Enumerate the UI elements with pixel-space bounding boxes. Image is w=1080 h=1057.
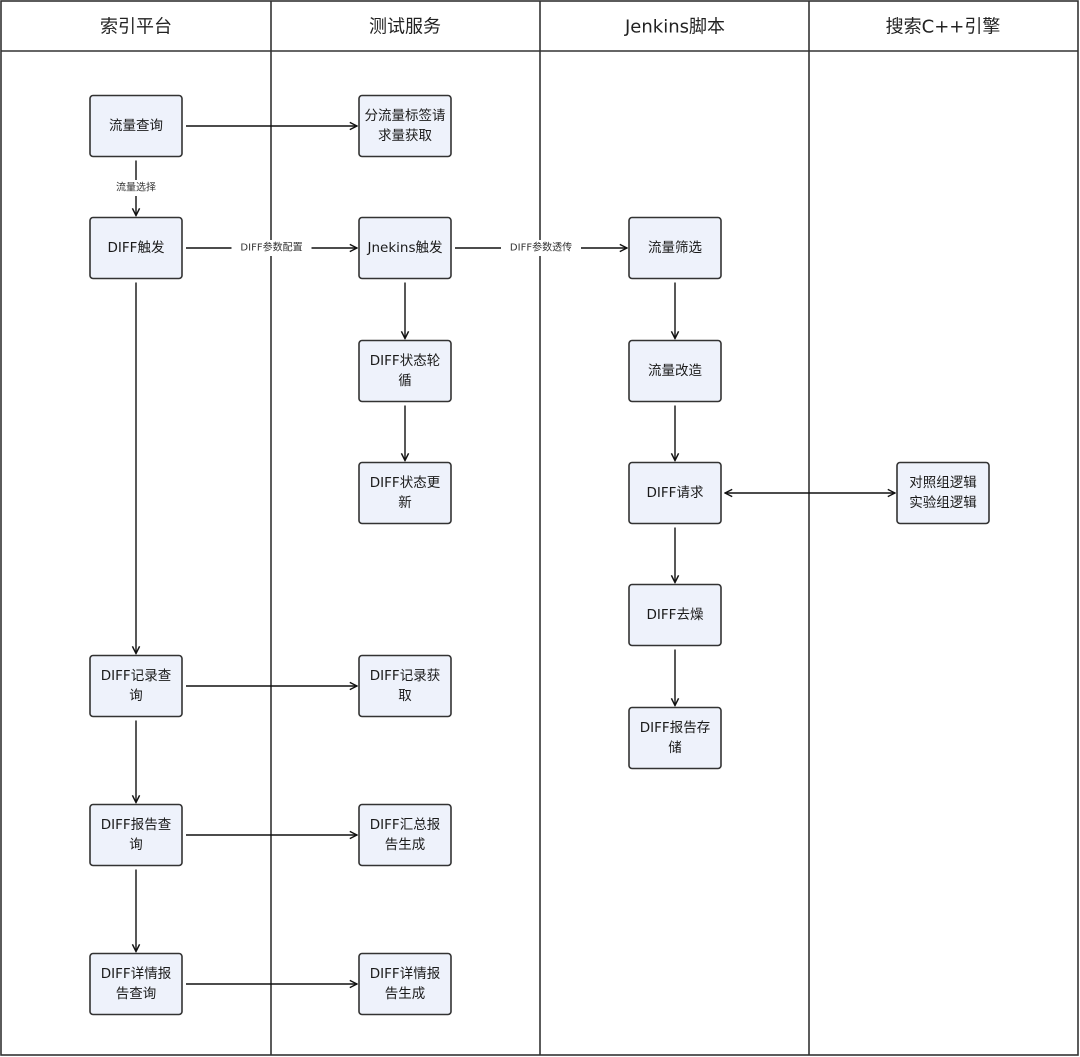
flow-node-box <box>358 654 452 718</box>
flow-node: DIFF去燥 <box>628 583 722 647</box>
flow-node-label: 流量改造 <box>648 363 702 379</box>
flow-node-label: 询 <box>129 837 143 853</box>
flow-node-box <box>89 952 183 1016</box>
flow-node-label: 取 <box>398 688 412 704</box>
flow-node-label: 流量查询 <box>109 118 163 134</box>
flow-node-label: 新 <box>398 495 412 511</box>
edge-label-bg <box>114 180 158 196</box>
lane-headers: 索引平台 测试服务 Jenkins脚本 搜索C++引擎 <box>100 17 1000 38</box>
edges-layer: 流量选择 DIFF参数配置 DIFF参数透传 <box>114 126 895 984</box>
flow-node-box <box>628 461 722 525</box>
flow-node-box <box>628 216 722 280</box>
flow-node-box <box>89 803 183 867</box>
lane-header-jenkins: Jenkins脚本 <box>624 17 725 38</box>
flow-node-label: DIFF状态更 <box>370 475 441 491</box>
flow-node-label: DIFF记录查 <box>101 668 172 684</box>
flow-node-label: 实验组逻辑 <box>909 495 977 511</box>
flow-node-label: DIFF报告存 <box>640 720 710 736</box>
flow-node-label: 告生成 <box>385 837 426 853</box>
flow-node-box <box>89 94 183 158</box>
flow-node: 流量查询 <box>89 94 183 158</box>
flow-node: Jnekins触发 <box>358 216 452 280</box>
flow-node-label: DIFF状态轮 <box>370 353 440 369</box>
flow-node-label: 询 <box>129 688 143 704</box>
flow-node-label: DIFF去燥 <box>647 607 704 623</box>
flow-node-label: DIFF汇总报 <box>370 817 440 833</box>
flow-node-label: 储 <box>668 740 682 756</box>
edge-label-bg <box>501 240 581 256</box>
flow-node-box <box>89 216 183 280</box>
flow-node-box <box>358 94 452 158</box>
flow-node-box <box>358 803 452 867</box>
flow-node-box <box>358 216 452 280</box>
flow-node-label: DIFF触发 <box>108 240 165 256</box>
flow-node-label: DIFF报告查 <box>101 817 172 833</box>
flow-node-label: 告生成 <box>385 986 426 1002</box>
flow-node-label: 分流量标签请 <box>365 107 446 124</box>
flow-node-label: 求量获取 <box>378 128 432 144</box>
edge-label: 流量选择 <box>116 181 156 194</box>
flow-node: DIFF请求 <box>628 461 722 525</box>
flow-node-label: 循 <box>398 373 412 389</box>
flow-node-box <box>896 461 990 525</box>
flow-node: 流量改造 <box>628 339 722 403</box>
flow-node-box <box>358 339 452 403</box>
flow-node-label: 对照组逻辑 <box>909 475 977 491</box>
flow-node-box <box>628 339 722 403</box>
flow-node-box <box>89 654 183 718</box>
lane-header-index: 索引平台 <box>100 17 172 38</box>
lane-header-test: 测试服务 <box>369 17 441 38</box>
flow-node-label: Jnekins触发 <box>366 240 443 256</box>
flow-node-label: DIFF详情报 <box>101 966 171 982</box>
edge-label: DIFF参数透传 <box>510 241 572 254</box>
flow-node-label: DIFF详情报 <box>370 966 440 982</box>
flow-node-box <box>358 461 452 525</box>
flow-node-box <box>628 583 722 647</box>
flow-node-label: DIFF请求 <box>647 485 704 501</box>
edge-label-bg <box>231 240 312 256</box>
lane-header-engine: 搜索C++引擎 <box>886 17 1001 38</box>
flow-node-label: 告查询 <box>116 986 157 1002</box>
flow-node-label: 流量筛选 <box>648 240 702 256</box>
flow-node-label: DIFF记录获 <box>370 668 440 684</box>
flow-node-box <box>358 952 452 1016</box>
edge-label: DIFF参数配置 <box>240 241 302 254</box>
flow-node: 流量筛选 <box>628 216 722 280</box>
flow-node: DIFF触发 <box>89 216 183 280</box>
flow-node-box <box>628 706 722 770</box>
